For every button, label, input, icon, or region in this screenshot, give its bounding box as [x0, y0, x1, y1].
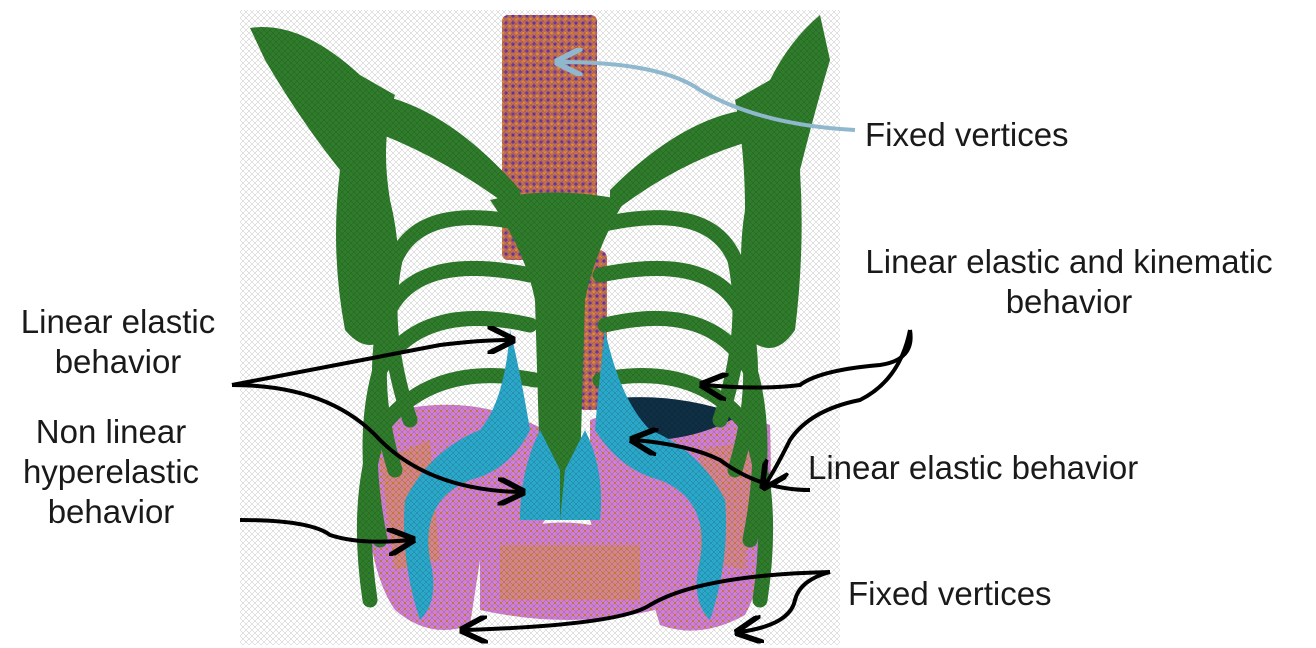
label-line: behavior — [828, 282, 1310, 322]
label-fixed-vertices-bottom: Fixed vertices — [848, 574, 1052, 614]
mesh-overlay — [240, 10, 840, 645]
label-line: behavior — [0, 342, 236, 382]
label-linear-elastic-right: Linear elastic behavior — [808, 448, 1138, 488]
label-non-linear-hyperelastic: Non linear hyperelastic behavior — [0, 412, 222, 532]
label-line: Linear elastic and kinematic — [828, 242, 1310, 282]
label-linear-elastic-left: Linear elastic behavior — [0, 302, 236, 382]
label-line: Linear elastic — [0, 302, 236, 342]
label-line: behavior — [0, 492, 222, 532]
label-fixed-vertices-top: Fixed vertices — [865, 115, 1069, 155]
label-line: hyperelastic — [0, 452, 222, 492]
label-line: Non linear — [0, 412, 222, 452]
label-linear-elastic-kinematic: Linear elastic and kinematic behavior — [828, 242, 1310, 322]
